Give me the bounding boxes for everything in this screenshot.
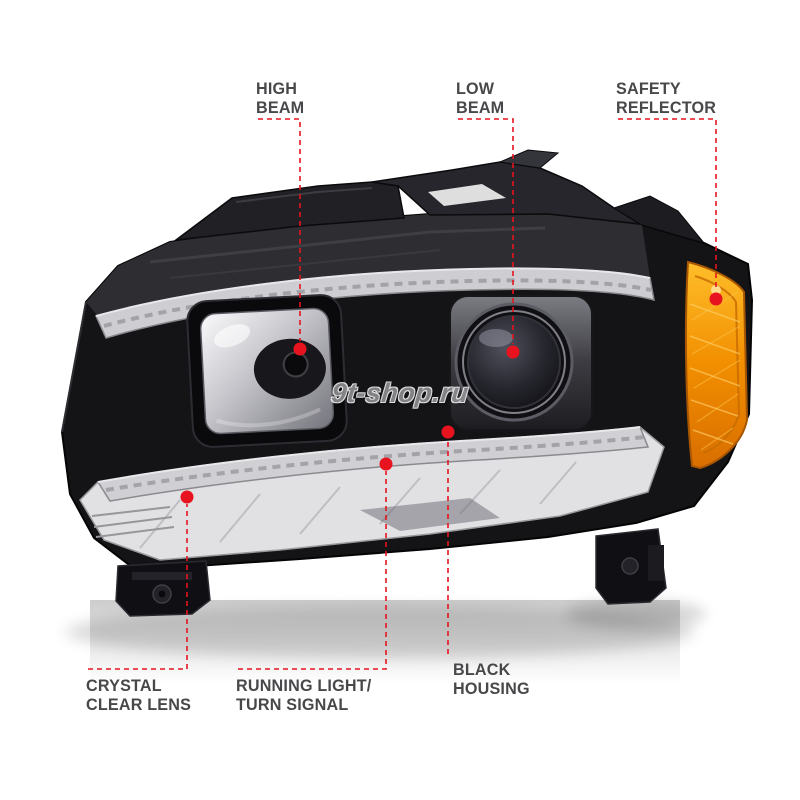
callout-label-low-beam: LOW BEAM (456, 79, 505, 117)
callout-label-black-housing: BLACK HOUSING (453, 660, 530, 698)
callout-label-high-beam: HIGH BEAM (256, 79, 305, 117)
amber-safety-reflector (684, 260, 749, 470)
callout-label-crystal-clear-lens: CRYSTAL CLEAR LENS (86, 676, 192, 714)
callout-label-running-light: RUNNING LIGHT/ TURN SIGNAL (236, 676, 372, 714)
high-beam-projector (186, 294, 348, 448)
low-beam-projector (449, 295, 593, 431)
callout-label-safety-reflector: SAFETY REFLECTOR (616, 79, 717, 117)
watermark: 9t-shop.ru (329, 378, 471, 408)
